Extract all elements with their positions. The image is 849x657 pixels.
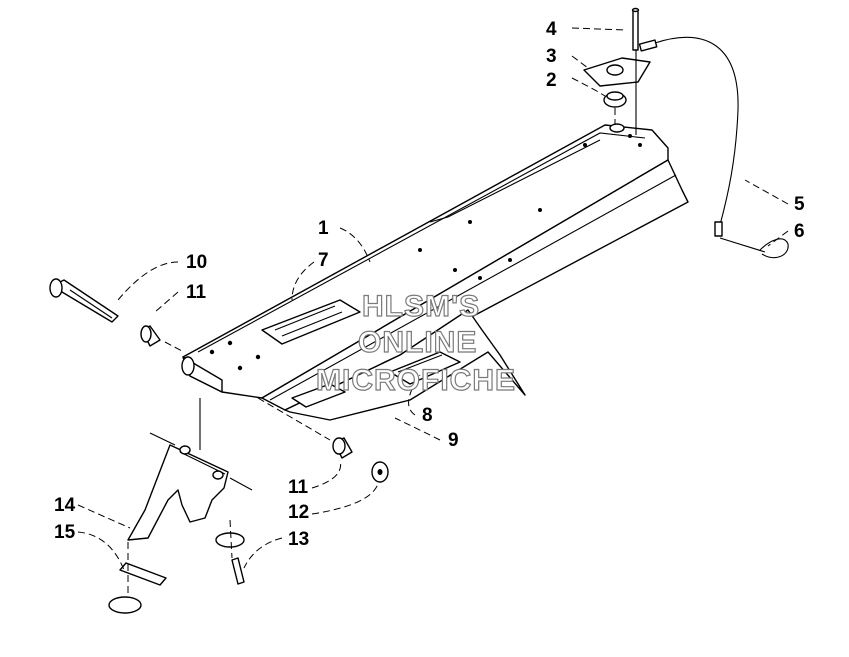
watermark: HLSM'S ONLINE MICROFICHE — [315, 289, 516, 397]
callout-8: 8 — [422, 405, 433, 426]
stand-ref-line-left — [149, 432, 176, 446]
part-6-clip — [719, 237, 789, 259]
part-15-foot-pad — [108, 562, 167, 614]
watermark-line-2: ONLINE — [358, 326, 477, 359]
leader-lines — [77, 27, 789, 571]
callout-5: 5 — [794, 194, 805, 215]
stand-ref-line-right — [229, 477, 253, 491]
callout-9: 9 — [448, 430, 459, 451]
part-12-washer — [371, 461, 389, 483]
part-2-grommet — [603, 91, 627, 108]
callout-labels: 1 2 3 4 5 6 7 8 9 10 11 11 12 13 14 15 — [54, 19, 805, 550]
pin13-axis-line — [229, 519, 233, 559]
callout-3: 3 — [546, 46, 557, 67]
decal-9 — [291, 383, 346, 408]
callout-7: 7 — [318, 250, 329, 271]
callout-13: 13 — [288, 529, 309, 550]
part-5-cable — [638, 36, 739, 237]
decal-7 — [261, 299, 361, 345]
callout-4: 4 — [546, 19, 557, 40]
callout-14: 14 — [54, 495, 76, 516]
part-11-bushing-upper — [140, 325, 161, 347]
callout-10: 10 — [186, 252, 207, 273]
bolt-axis-line-2 — [257, 397, 331, 441]
part-14-stand — [127, 444, 229, 541]
bolt-axis-line — [164, 341, 185, 353]
callout-1: 1 — [318, 218, 329, 239]
part-3-bracket — [583, 57, 651, 87]
part-13-pin — [215, 532, 245, 585]
part-10-bolt — [49, 278, 119, 323]
callout-2: 2 — [546, 70, 557, 91]
decal-8 — [389, 351, 461, 385]
callout-11-lower: 11 — [288, 477, 309, 498]
callout-11-upper: 11 — [186, 282, 207, 303]
callout-15: 15 — [54, 522, 76, 543]
watermark-line-3: MICROFICHE — [316, 364, 516, 397]
callout-6: 6 — [794, 221, 805, 242]
part-11-bushing-lower — [332, 437, 353, 459]
callout-12: 12 — [288, 502, 309, 523]
part-4-pin — [631, 7, 640, 51]
watermark-line-1: HLSM'S — [362, 290, 480, 323]
